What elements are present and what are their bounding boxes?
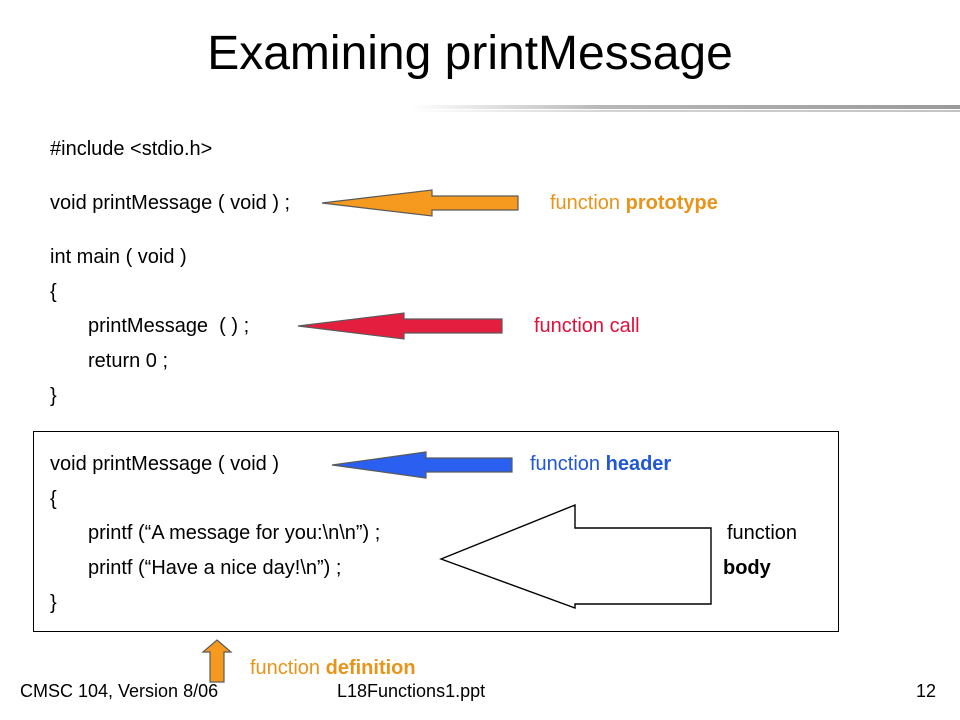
- return-line: return 0 ;: [88, 350, 169, 372]
- annotation-header: function header: [530, 452, 671, 476]
- title-underline: [410, 105, 960, 112]
- annotation-definition: function definition: [250, 656, 416, 680]
- annotation-header-emphasis: header: [605, 453, 672, 475]
- annotation-prototype-prefix: function: [550, 192, 626, 214]
- annotation-body-line2: body: [723, 557, 771, 579]
- footer-filename: L18Functions1.ppt: [337, 681, 486, 701]
- annotation-prototype: function prototype: [550, 191, 718, 215]
- def-close-brace: }: [50, 592, 57, 614]
- call-line: printMessage ( ) ;: [88, 315, 250, 337]
- left-arrow-blue-icon: [331, 451, 513, 479]
- annotation-definition-prefix: function: [250, 657, 326, 679]
- annotation-call: function call: [534, 315, 640, 337]
- left-arrow-outline-icon: [439, 503, 712, 610]
- annotation-body-line1: function: [727, 522, 798, 544]
- left-arrow-orange-icon: [321, 189, 519, 217]
- def-open-brace: {: [50, 488, 57, 510]
- annotation-prototype-emphasis: prototype: [625, 192, 718, 214]
- footer-page-number: 12: [916, 681, 937, 701]
- slide-title: Examining printMessage: [207, 27, 733, 80]
- up-arrow-orange-icon: [201, 639, 233, 683]
- annotation-header-prefix: function: [530, 453, 606, 475]
- def-header-line: void printMessage ( void ): [50, 453, 279, 475]
- printf-line-1: printf (“A message for you:\n\n”) ;: [88, 522, 381, 544]
- footer-course: CMSC 104, Version 8/06: [20, 681, 219, 701]
- prototype-line: void printMessage ( void ) ;: [50, 192, 291, 214]
- annotation-definition-emphasis: definition: [325, 657, 416, 679]
- main-header-line: int main ( void ): [50, 246, 187, 268]
- left-arrow-red-icon: [297, 312, 503, 340]
- main-close-brace: }: [50, 385, 57, 407]
- include-line: #include <stdio.h>: [50, 138, 213, 160]
- printf-line-2: printf (“Have a nice day!\n”) ;: [88, 557, 342, 579]
- main-open-brace: {: [50, 281, 57, 303]
